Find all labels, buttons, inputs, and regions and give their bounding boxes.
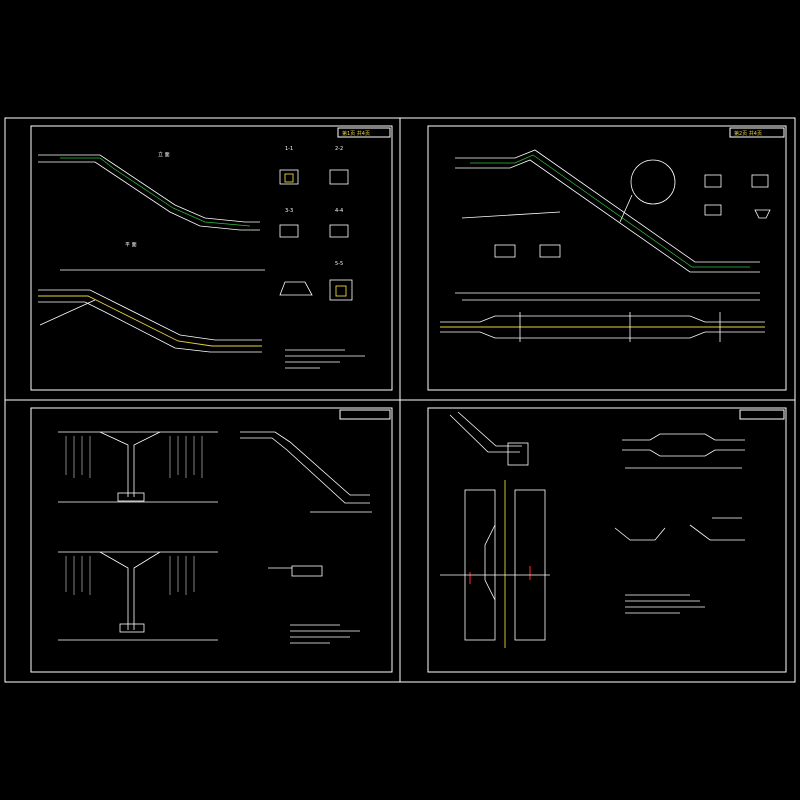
junction-1-base — [117, 492, 145, 502]
small-section-f — [539, 244, 561, 258]
hatch-2 — [65, 556, 195, 595]
small-section-d — [754, 209, 771, 219]
section-1-fill — [284, 173, 294, 183]
plan-chute-wall — [39, 299, 96, 326]
profile-ground — [461, 211, 561, 219]
culvert-left-wall — [464, 489, 496, 641]
section-5-label: 5-5 — [335, 261, 343, 267]
step-profile-top — [240, 431, 370, 496]
section-3-shape — [279, 224, 299, 238]
panel-top-left: 第1页 共4页 立 面 平 面 1-1 2-2 3-3 4-4 5-5 — [30, 125, 393, 391]
small-section-c — [704, 204, 722, 216]
section-trough-b — [689, 524, 745, 541]
section-4-shape — [329, 224, 349, 238]
plan-chute-axis — [38, 295, 262, 347]
title-block — [339, 409, 391, 420]
title-block-text: 第1页 共4页 — [342, 130, 370, 137]
elevation-chute-top — [38, 154, 260, 223]
section-trapezoid — [279, 281, 313, 296]
culvert-right-wall — [514, 489, 546, 641]
junction-1-right — [133, 431, 161, 497]
plan-chute-top — [38, 289, 262, 341]
panel-top-right: 第2页 共4页 — [427, 125, 787, 391]
outlet-plan-bottom — [622, 449, 745, 457]
small-section-e — [494, 244, 516, 258]
section-trough-a — [614, 527, 666, 541]
profile-bottom — [455, 159, 760, 273]
hatch-1 — [65, 436, 203, 478]
elevation-chute-inner — [60, 157, 251, 227]
small-section-a — [704, 174, 722, 188]
title-block — [729, 127, 785, 138]
profile-top — [455, 149, 760, 263]
notes-block — [290, 624, 360, 644]
inlet-box — [507, 442, 529, 466]
inlet-chute-top — [449, 414, 520, 453]
section-4-label: 4-4 — [335, 208, 343, 214]
inlet-chute-bottom — [457, 411, 522, 447]
elevation-title: 立 面 — [158, 151, 170, 158]
notes-block — [625, 594, 705, 614]
notes-block — [285, 349, 365, 369]
culvert-bend — [484, 524, 496, 601]
outlet-plan-top — [622, 433, 745, 441]
panel-bottom-right — [427, 407, 787, 673]
junction-2-left — [99, 551, 129, 630]
junction-1-left — [99, 431, 129, 497]
title-block — [739, 409, 785, 420]
elevation-chute-bottom — [38, 161, 260, 231]
step-profile-bottom — [240, 437, 370, 504]
title-block — [337, 127, 391, 138]
section-5-fill — [335, 285, 347, 297]
panel-frame — [30, 125, 393, 391]
section-5-shape — [329, 279, 353, 301]
section-2-shape — [329, 169, 349, 185]
panel-bottom-left — [30, 407, 393, 673]
section-3-label: 3-3 — [285, 208, 293, 214]
plan-top — [440, 315, 765, 323]
small-detail — [291, 565, 323, 577]
small-section-b — [751, 174, 769, 188]
detail-circle — [630, 159, 676, 205]
title-block-text: 第2页 共4页 — [734, 130, 762, 137]
detail-leader — [619, 194, 633, 223]
plan-title: 平 面 — [125, 242, 137, 248]
junction-2-base — [119, 623, 145, 633]
plan-chute-bottom — [38, 301, 262, 353]
section-1-label: 1-1 — [285, 146, 293, 152]
section-1-shape — [279, 169, 299, 185]
plan-bottom — [440, 331, 765, 339]
panel-frame — [427, 407, 787, 673]
junction-2-right — [133, 551, 161, 630]
profile-inner — [470, 154, 750, 268]
panel-frame — [30, 407, 393, 673]
section-2-label: 2-2 — [335, 146, 343, 152]
panel-frame — [427, 125, 787, 391]
